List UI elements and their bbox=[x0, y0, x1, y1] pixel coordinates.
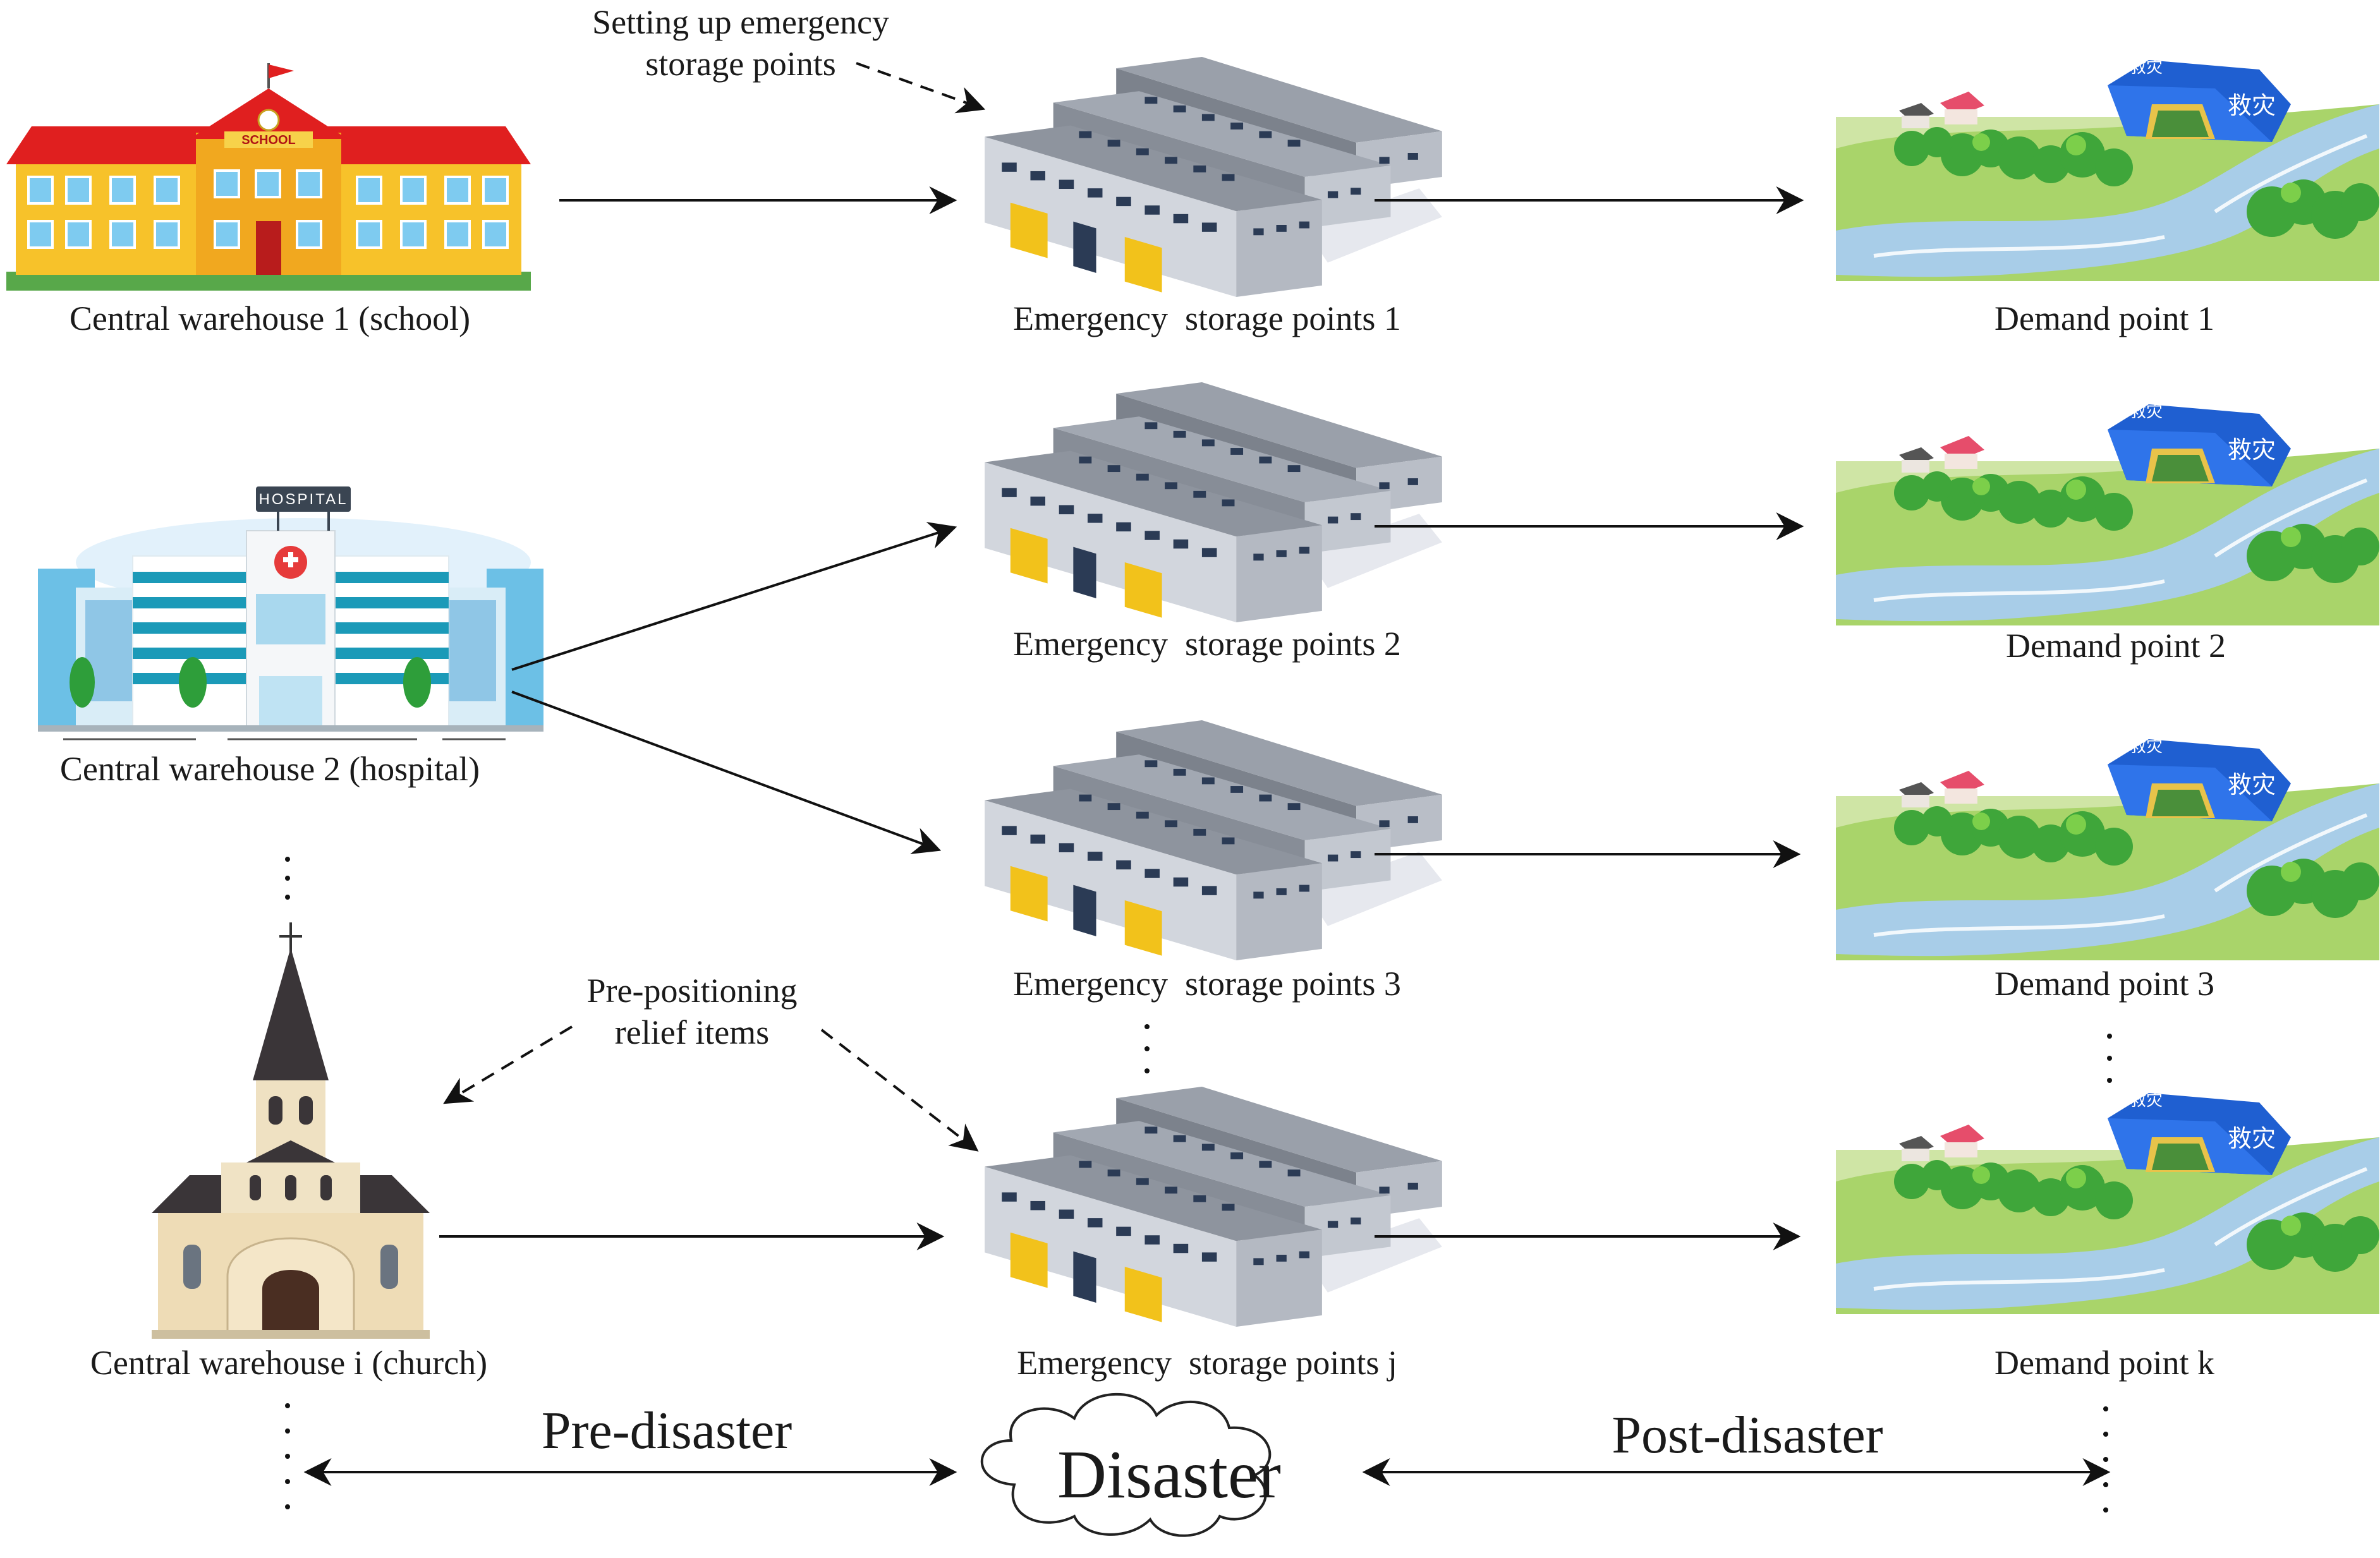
dashed-arrow-to-storage-j bbox=[820, 1029, 979, 1152]
disaster-area-icon-3 bbox=[1836, 737, 2379, 960]
warehouse-icon-1 bbox=[985, 57, 1442, 297]
disaster-area-icon-k bbox=[1836, 1091, 2379, 1314]
arrow-hospital-to-storage-2 bbox=[511, 522, 957, 671]
disaster-area-icon-1 bbox=[1836, 58, 2379, 281]
demand-point-2-label: Demand point 2 bbox=[2006, 627, 2226, 665]
school-building-icon: SCHOOL bbox=[6, 63, 531, 291]
church-building-icon bbox=[152, 922, 430, 1339]
central-warehouse-i-label: Central warehouse i (church) bbox=[90, 1344, 488, 1382]
warehouse-icon-j bbox=[985, 1087, 1442, 1327]
central-warehouse-2-label: Central warehouse 2 (hospital) bbox=[59, 750, 480, 788]
school-sign: SCHOOL bbox=[241, 133, 296, 147]
warehouse-icon-3 bbox=[985, 720, 1442, 960]
post-disaster-label: Post-disaster bbox=[1612, 1406, 1883, 1464]
disaster-cloud-icon bbox=[980, 1392, 1272, 1537]
central-warehouse-1-label: Central warehouse 1 (school) bbox=[69, 299, 471, 337]
setup-storage-note-line-2: storage points bbox=[645, 45, 836, 83]
storage-point-2-label: Emergency storage points 2 bbox=[1013, 625, 1401, 663]
hospital-sign: HOSPITAL bbox=[259, 491, 348, 508]
pre-disaster-label: Pre-disaster bbox=[541, 1401, 792, 1460]
hospital-building-icon: HOSPITAL bbox=[38, 486, 543, 740]
disaster-label: Disaster bbox=[1057, 1437, 1281, 1513]
dashed-arrow-to-church bbox=[443, 1025, 573, 1104]
demand-point-k-label: Demand point k bbox=[1994, 1344, 2214, 1382]
demand-point-3-label: Demand point 3 bbox=[1994, 965, 2214, 1003]
prepositioning-note-line-2: relief items bbox=[614, 1013, 770, 1051]
demand-point-1-label: Demand point 1 bbox=[1994, 299, 2214, 337]
disaster-area-icon-2 bbox=[1836, 402, 2379, 625]
prepositioning-note-line-1: Pre-positioning bbox=[586, 972, 798, 1010]
prepositioning-note: Pre-positioning relief items bbox=[587, 970, 798, 1053]
setup-storage-note: Setting up emergency storage points bbox=[592, 1, 889, 85]
arrow-hospital-to-storage-3 bbox=[511, 691, 942, 854]
storage-point-1-label: Emergency storage points 1 bbox=[1013, 299, 1401, 337]
storage-point-j-label: Emergency storage points j bbox=[1017, 1344, 1397, 1382]
storage-point-3-label: Emergency storage points 3 bbox=[1013, 965, 1401, 1003]
warehouse-icon-2 bbox=[985, 382, 1442, 622]
setup-storage-note-line-1: Setting up emergency bbox=[592, 3, 889, 41]
